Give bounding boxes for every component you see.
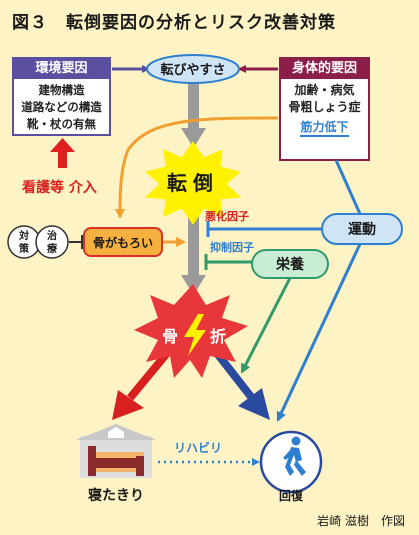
aggravating-factor-label: 悪化因子 bbox=[205, 209, 249, 223]
fragile-bone-label: 骨がもろい bbox=[93, 235, 153, 250]
env-line-2: 道路などの構造 bbox=[21, 100, 102, 114]
exercise-label: 運動 bbox=[348, 221, 376, 238]
fall-risk-ellipse bbox=[146, 54, 240, 84]
bedridden-icon bbox=[76, 424, 156, 478]
treatment-char-2: 策 bbox=[19, 242, 30, 255]
treatment-char-4: 療 bbox=[47, 242, 57, 255]
rehab-label: リハビリ bbox=[174, 440, 222, 455]
physical-factors-header: 身体的要因 bbox=[281, 59, 368, 79]
nursing-intervention-label: 看護等 介入 bbox=[21, 179, 97, 196]
physical-line-2: 骨粗しょう症 bbox=[288, 100, 361, 114]
nutrition-to-recovery-arrow bbox=[240, 277, 292, 374]
credit-text: 岩崎 滋樹 作図 bbox=[317, 514, 405, 528]
fracture-to-bedridden-arrow bbox=[112, 349, 172, 420]
treatment-char-1: 対 bbox=[18, 229, 29, 242]
exercise-to-recovery-arrow bbox=[276, 243, 362, 422]
treatment-char-3: 治 bbox=[47, 229, 57, 242]
lightning-icon bbox=[184, 314, 206, 356]
fall-label: 転倒 bbox=[167, 171, 219, 195]
fragile-bone-box bbox=[83, 227, 163, 257]
figure-title: 図３ 転倒要因の分析とリスク改善対策 bbox=[12, 13, 336, 33]
fracture-label-left: 骨 bbox=[162, 327, 178, 346]
env-line-1: 建物構造 bbox=[38, 83, 85, 97]
environment-factors-box: 環境要因 建物構造 道路などの構造 靴・杖の有無 bbox=[12, 57, 111, 136]
muscle-weakness-label: 筋力低下 bbox=[300, 120, 349, 137]
recovery-label: 回復 bbox=[279, 488, 304, 503]
environment-factors-header: 環境要因 bbox=[14, 59, 109, 79]
nursing-up-arrow bbox=[50, 138, 75, 168]
env-line-3: 靴・杖の有無 bbox=[27, 117, 96, 131]
muscle-to-exercise-line bbox=[334, 159, 362, 215]
fracture-to-recovery-arrow bbox=[212, 349, 270, 420]
fall-burst bbox=[144, 141, 242, 225]
exercise-pill bbox=[321, 213, 403, 245]
osteoporosis-to-fragile-arrow bbox=[115, 116, 279, 219]
fall-risk-label: 転びやすさ bbox=[160, 62, 225, 78]
nutrition-pill bbox=[251, 249, 329, 279]
physical-factors-box: 身体的要因 加齢・病気 骨粗しょう症 筋力低下 bbox=[279, 57, 370, 161]
nutrition-label: 栄養 bbox=[275, 256, 304, 273]
walking-person-icon bbox=[283, 436, 306, 476]
fracture-label-right: 折 bbox=[210, 327, 226, 346]
bedridden-label: 寝たきり bbox=[88, 487, 144, 504]
physical-line-1: 加齢・病気 bbox=[294, 83, 355, 97]
inhibiting-factor-label: 抑制因子 bbox=[210, 240, 254, 254]
